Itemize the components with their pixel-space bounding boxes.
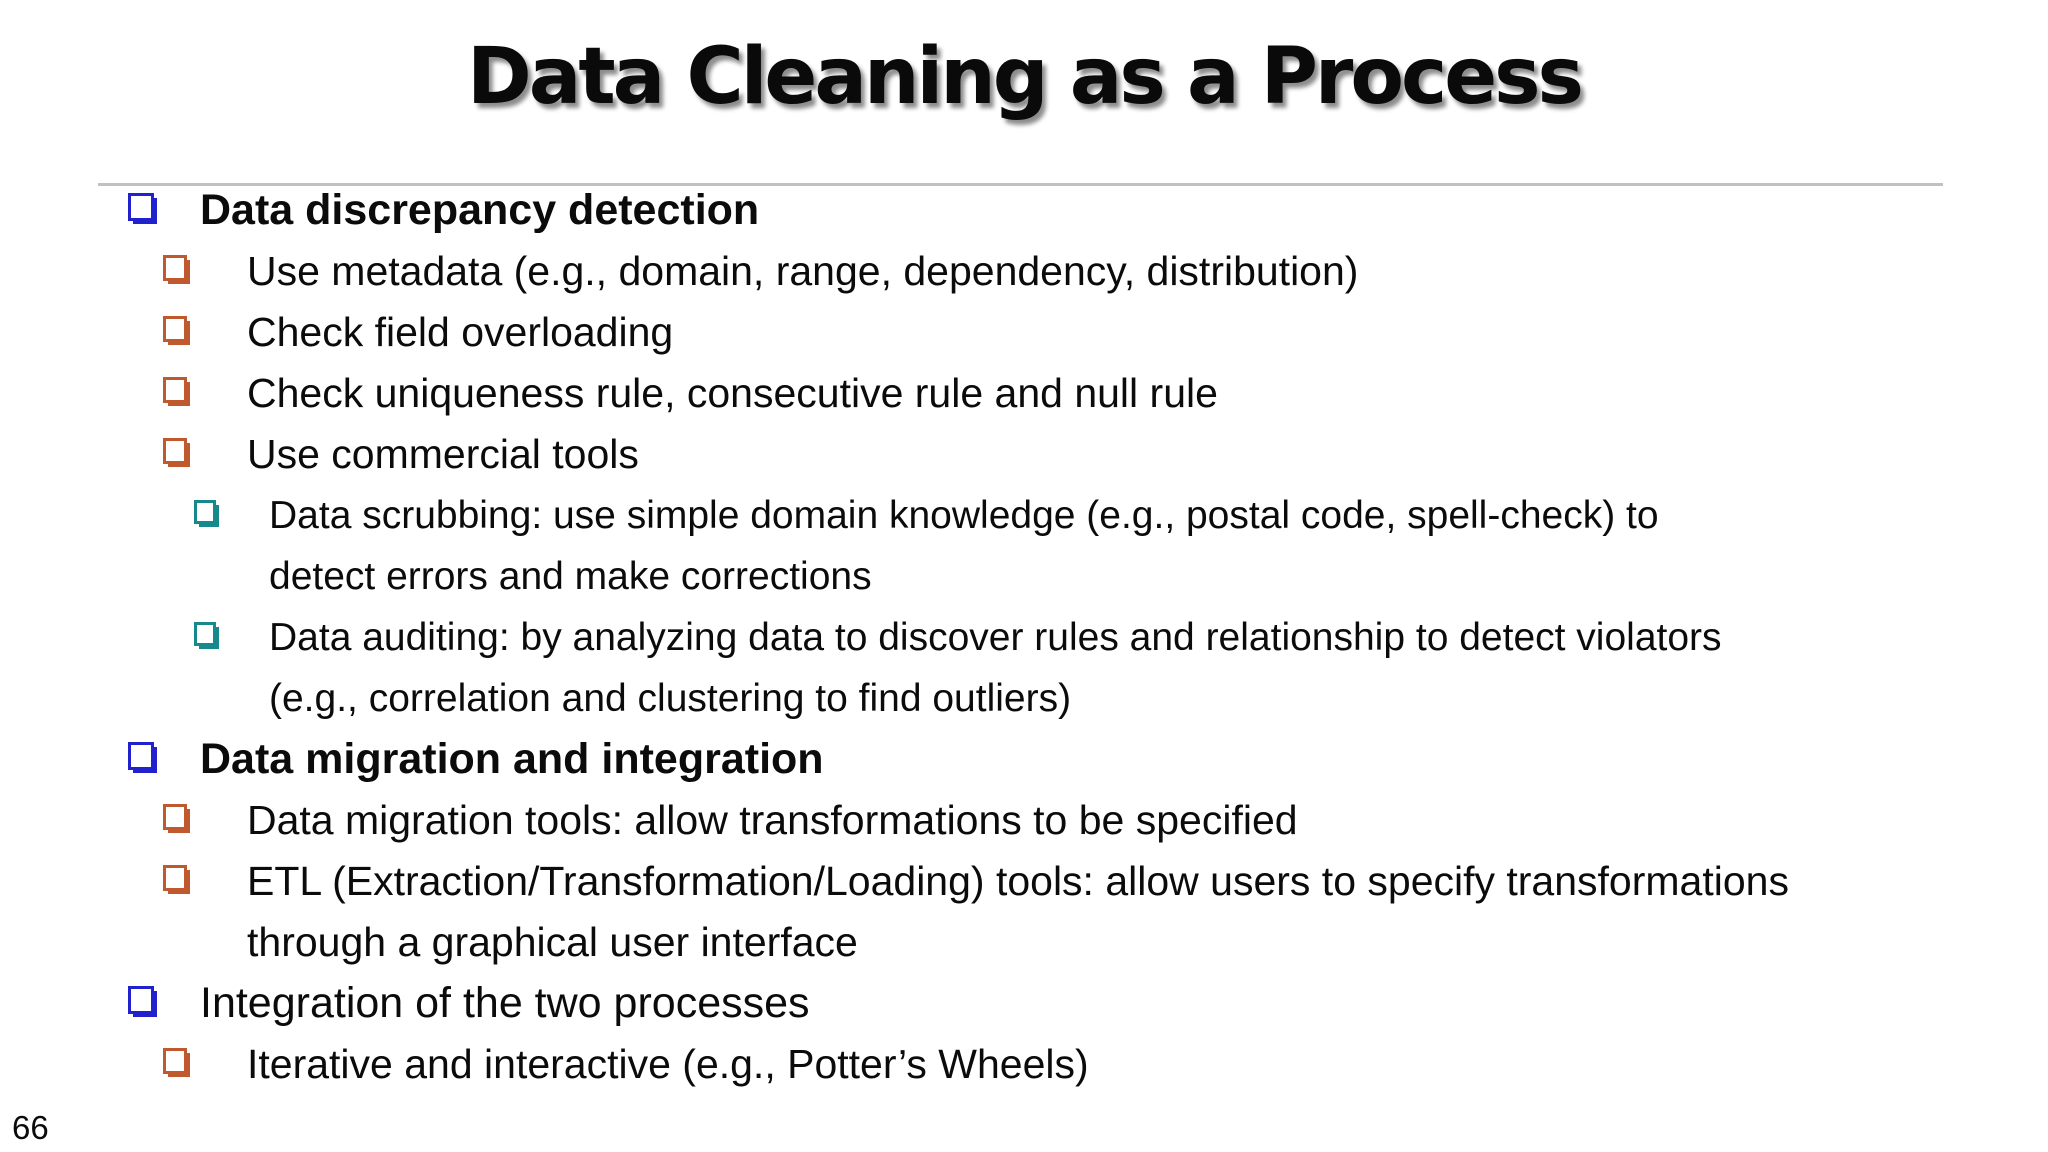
list-item-text: Data migration and integration	[200, 735, 824, 783]
list-item: Data migration and integration	[128, 729, 2048, 790]
list-item-text: Data discrepancy detection	[200, 186, 760, 234]
list-item: Data scrubbing: use simple domain knowle…	[194, 485, 2048, 607]
square-bullet-icon	[163, 255, 187, 281]
list-item: Integration of the two processes	[128, 973, 2048, 1034]
square-bullet-icon	[128, 742, 154, 770]
list-item: Data auditing: by analyzing data to disc…	[194, 607, 2048, 729]
square-bullet-icon	[163, 316, 187, 342]
square-bullet-icon	[163, 377, 187, 403]
list-item: Check field overloading	[163, 302, 2048, 363]
square-bullet-icon	[128, 193, 154, 221]
list-item: Use metadata (e.g., domain, range, depen…	[163, 241, 2048, 302]
slide-title: Data Cleaning as a Process	[467, 32, 1584, 122]
square-bullet-icon	[194, 500, 216, 524]
list-item-text: Use commercial tools	[247, 431, 639, 477]
title-divider	[98, 183, 1943, 186]
list-item: Data discrepancy detection	[128, 180, 2048, 241]
list-item-text: Integration of the two processes	[200, 979, 810, 1027]
list-item: Use commercial tools	[163, 424, 2048, 485]
square-bullet-icon	[163, 1048, 187, 1074]
list-item-text: Iterative and interactive (e.g., Potter’…	[247, 1041, 1089, 1087]
page-number: 66	[12, 1109, 49, 1146]
square-bullet-icon	[163, 865, 187, 891]
square-bullet-icon	[128, 986, 154, 1014]
bullet-list: Data discrepancy detection Use metadata …	[0, 180, 2048, 1095]
square-bullet-icon	[163, 804, 187, 830]
list-item-text: Check field overloading	[247, 309, 674, 355]
list-item: Data migration tools: allow transformati…	[163, 790, 2048, 851]
list-item: ETL (Extraction/Transformation/Loading) …	[163, 851, 2048, 973]
list-item-text: Use metadata (e.g., domain, range, depen…	[247, 248, 1359, 294]
list-item-text: Data auditing: by analyzing data to disc…	[269, 616, 1722, 720]
square-bullet-icon	[163, 438, 187, 464]
list-item-text: Check uniqueness rule, consecutive rule …	[247, 370, 1218, 416]
list-item-text: Data migration tools: allow transformati…	[247, 797, 1298, 843]
square-bullet-icon	[194, 622, 216, 646]
list-item: Iterative and interactive (e.g., Potter’…	[163, 1034, 2048, 1095]
list-item-text: ETL (Extraction/Transformation/Loading) …	[247, 858, 1789, 965]
list-item: Check uniqueness rule, consecutive rule …	[163, 363, 2048, 424]
list-item-text: Data scrubbing: use simple domain knowle…	[269, 494, 1659, 598]
